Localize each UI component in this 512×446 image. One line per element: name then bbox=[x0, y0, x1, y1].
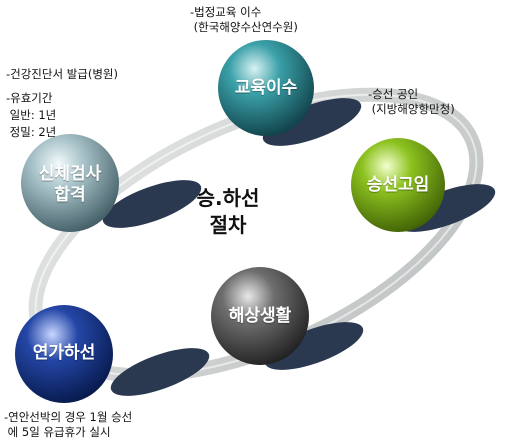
ball-education bbox=[218, 40, 314, 136]
step-label-boarding: 승선고임 bbox=[366, 175, 430, 195]
note-medical: -건강진단서 발급(병원) bbox=[6, 67, 118, 81]
step-label-education: 교육이수 bbox=[234, 78, 298, 98]
shadow-leave bbox=[110, 348, 210, 396]
validity-heading: -유효기간 bbox=[6, 91, 53, 105]
ball-boarding bbox=[351, 138, 445, 232]
step-label-sea-life: 해상생활 bbox=[228, 306, 292, 326]
note-leave: -연안선박의 경우 1월 승선 에 5일 유급휴가 실시 bbox=[4, 410, 133, 439]
step-label-medical: 신체검사 합격 bbox=[38, 164, 102, 205]
center-title: 승.하선 절차 bbox=[196, 186, 260, 237]
note-boarding: -승선 공인 (지방해양항만청) bbox=[368, 87, 455, 116]
validity-line-detailed: 정밀: 2년 bbox=[6, 125, 57, 139]
step-label-leave: 연가하선 bbox=[32, 343, 96, 363]
note-education: -법정교육 이수 (한국해양수산연수원) bbox=[190, 5, 298, 34]
shadow-sea-life bbox=[264, 322, 364, 370]
shadow-education bbox=[262, 98, 362, 146]
validity-line-general: 일반: 1년 bbox=[6, 108, 57, 122]
ball-leave bbox=[15, 305, 113, 403]
ball-medical bbox=[21, 134, 119, 232]
shadow-medical bbox=[102, 180, 202, 228]
ball-sea-life bbox=[211, 267, 309, 365]
